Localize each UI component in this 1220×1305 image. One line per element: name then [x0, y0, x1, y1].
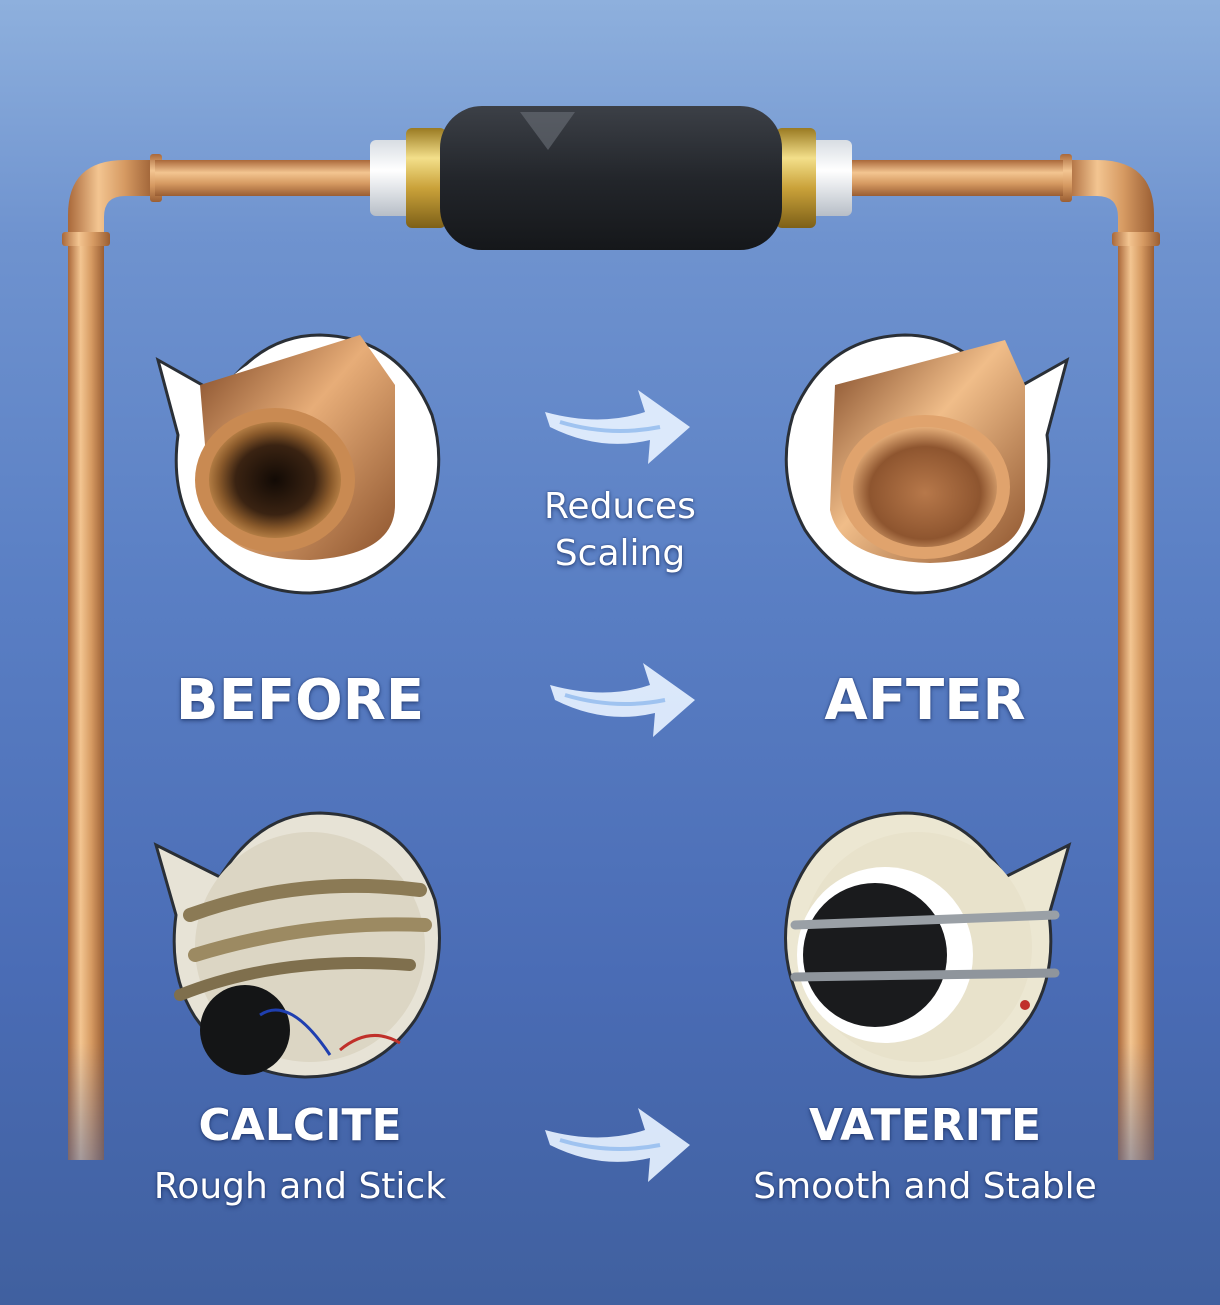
arrow-icon [545, 1108, 690, 1182]
arrow-icon [545, 390, 690, 464]
calcite-label: CALCITE [198, 1100, 402, 1151]
vaterite-description: Smooth and Stable [753, 1166, 1097, 1207]
vaterite-heater-image [784, 811, 1072, 1079]
vaterite-label: VATERITE [808, 1100, 1042, 1151]
arrow-icon [550, 663, 695, 737]
descaler-device [370, 106, 852, 250]
after-label: AFTER [824, 668, 1026, 733]
before-pipe-image [155, 333, 441, 595]
reduces-scaling-caption: Reduces Scaling [510, 486, 730, 574]
caption-line-2: Scaling [554, 533, 686, 574]
before-label: BEFORE [175, 668, 425, 733]
calcite-heater-image [153, 811, 441, 1079]
after-pipe-image [784, 333, 1070, 595]
caption-line-1: Reduces [544, 486, 696, 527]
calcite-description: Rough and Stick [153, 1166, 447, 1207]
